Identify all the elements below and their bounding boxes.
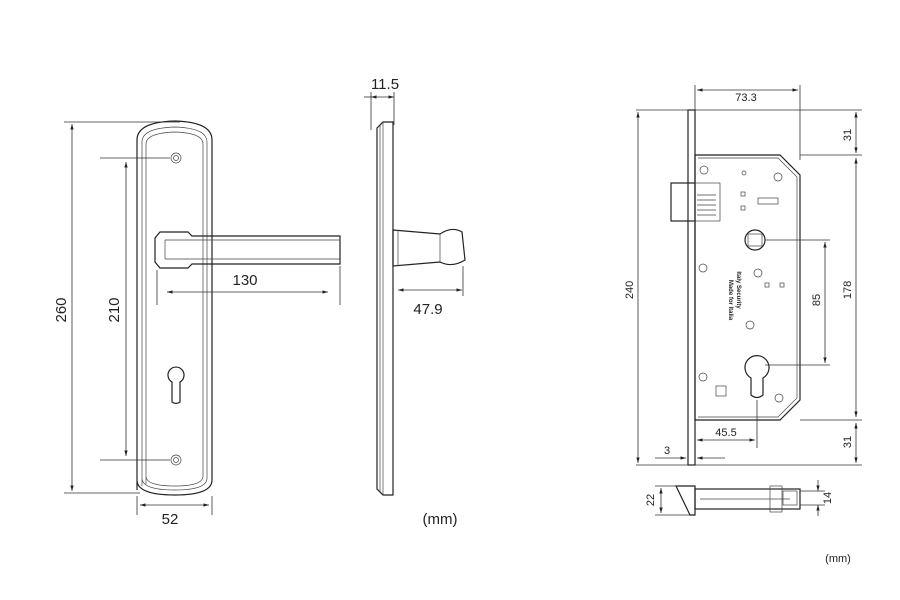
dim-hole-spacing: 210: [106, 297, 123, 322]
latch-bolt: [670, 182, 696, 222]
dim-body-width: 73.3: [735, 92, 756, 104]
handle-side-view: 11.5 47.9 (mm): [364, 76, 466, 528]
lock-body-view: Made for Italia Italy Security 73.3 240 …: [624, 85, 862, 565]
dim-backset: 45.5: [715, 427, 736, 439]
dim-center-distance: 85: [811, 294, 823, 306]
dim-height: 260: [53, 297, 70, 322]
dim-faceplate-width: 22: [645, 494, 657, 506]
screw-hole-bottom: [170, 454, 182, 466]
lever: [154, 231, 341, 269]
dim-body-height: 178: [842, 281, 854, 299]
dim-bottom-offset: 31: [842, 436, 854, 448]
screw-hole-top: [170, 152, 182, 164]
engraving-line2: Italy Security: [735, 271, 741, 309]
lock-bottom-view: 22 14: [645, 480, 834, 516]
dim-plate-thickness: 11.5: [371, 76, 399, 93]
handle-front-view: 260 210 130 52: [53, 120, 341, 528]
unit-label-right: (mm): [825, 553, 851, 565]
keyhole: [167, 366, 185, 405]
dim-lever-projection: 47.9: [413, 301, 442, 318]
engraving-line1: Made for Italia: [727, 280, 733, 321]
dim-faceplate-thickness: 3: [664, 445, 670, 457]
dim-total-height: 240: [624, 281, 636, 299]
cylinder-hole: [744, 355, 770, 399]
screws: [698, 165, 784, 403]
dim-top-offset: 31: [842, 129, 854, 141]
dim-latch-width: 14: [822, 492, 834, 504]
dim-plate-width: 52: [162, 511, 179, 528]
unit-label-left: (mm): [423, 511, 458, 528]
dim-lever-length: 130: [232, 272, 257, 289]
